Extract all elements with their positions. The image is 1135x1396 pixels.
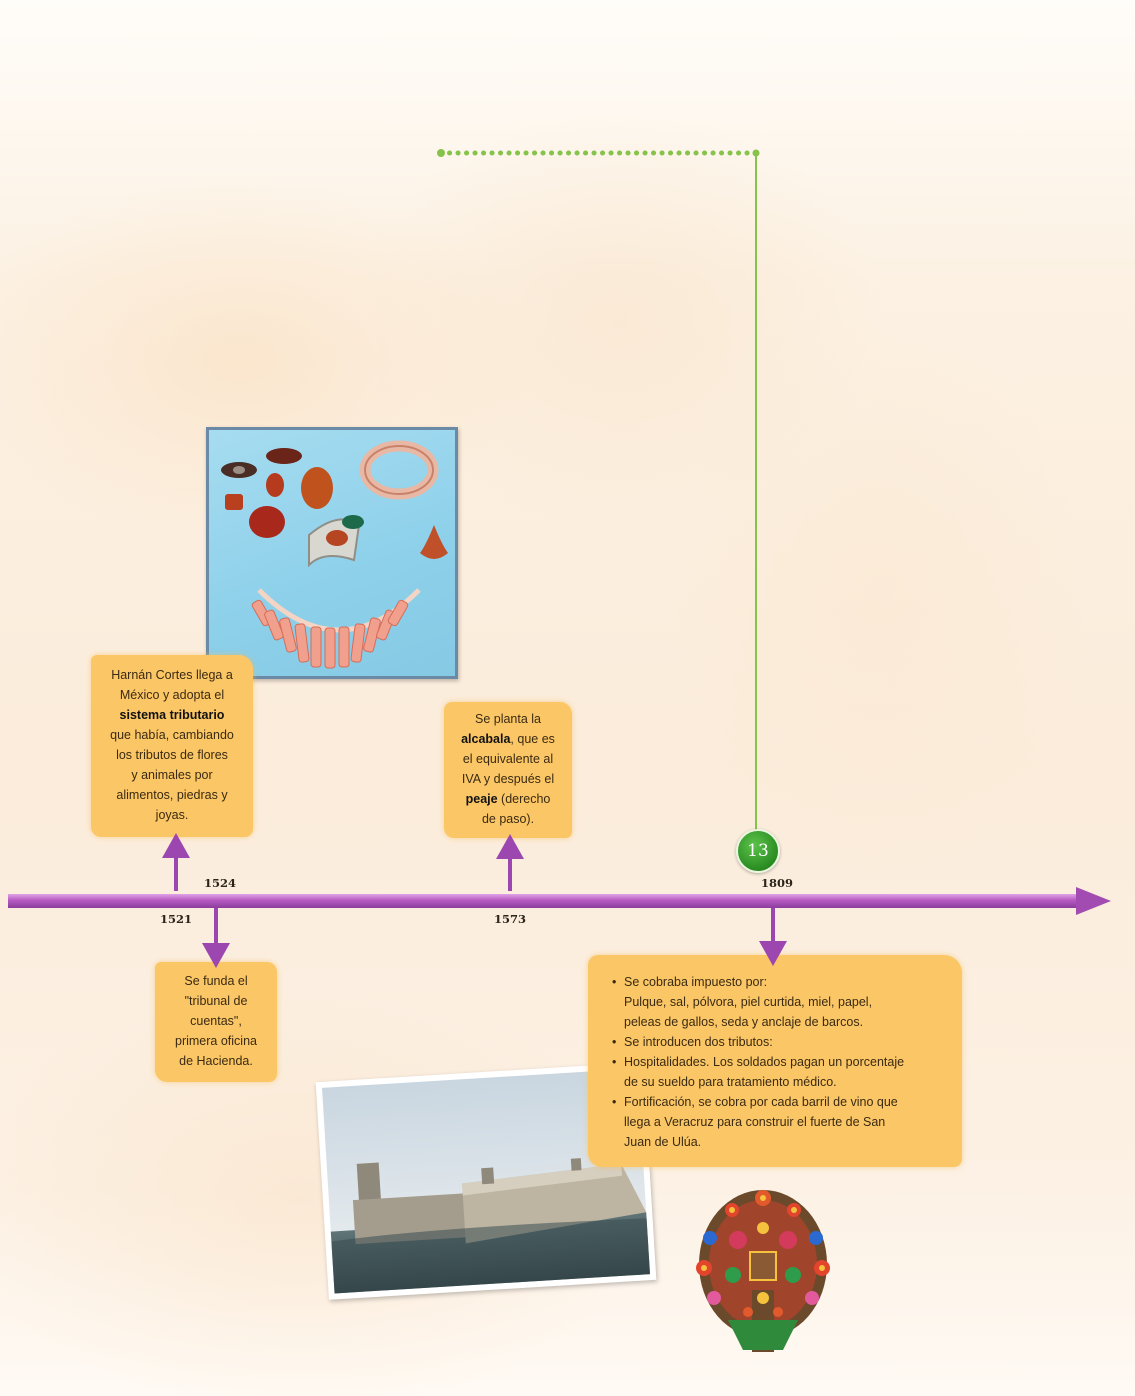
tax-list-item-cont: Pulque, sal, pólvora, piel curtida, miel… [624, 995, 873, 1009]
tax-list-item: Fortificación, se cobra por cada barril … [610, 1092, 948, 1112]
note-line: y animales por [131, 768, 213, 782]
note-line: de paso). [481, 812, 535, 826]
fort-illustration [322, 1068, 650, 1294]
note-text: , que es [510, 732, 555, 746]
note-line: sistema tributario [91, 705, 253, 725]
note-line: México y adopta el [119, 688, 225, 702]
note-line: primera oficina [175, 1034, 257, 1048]
jewelry-photo [206, 427, 458, 679]
up-arrow-1573 [496, 834, 524, 891]
tax-list: Se cobraba impuesto por: Pulque, sal, pó… [610, 972, 948, 1152]
tax-list-item-cont: peleas de gallos, seda y anclaje de barc… [624, 1015, 864, 1029]
note-text: (derecho [497, 792, 551, 806]
down-arrow-1524 [202, 908, 230, 968]
year-label-1573: 1573 [494, 912, 527, 926]
note-bold-term: alcabala [461, 732, 511, 746]
note-line: Se funda el [184, 974, 248, 988]
year-label-1521: 1521 [160, 912, 193, 926]
tax-list-item: Se cobraba impuesto por: [610, 972, 948, 992]
fort-san-juan-de-ulua-photo [315, 1062, 657, 1300]
year-label-1524: 1524 [204, 876, 237, 890]
note-line: IVA y después el [461, 772, 555, 786]
note-bold-term: sistema tributario [119, 708, 225, 722]
note-line: los tributos de flores [116, 748, 228, 762]
note-line: joyas. [155, 808, 189, 822]
jewelry-illustration [221, 440, 448, 669]
timeline-bar [8, 887, 1111, 915]
note-line: de Hacienda. [179, 1054, 253, 1068]
dotted-connector-line [437, 149, 760, 832]
down-arrow-1809 [759, 908, 787, 966]
note-line: Harnán Cortes llega a [111, 668, 233, 682]
tax-list-item: Se introducen dos tributos: [610, 1032, 948, 1052]
tax-list-item: Hospitalidades. Los soldados pagan un po… [610, 1052, 948, 1072]
note-line: "tribunal de [184, 994, 248, 1008]
tree-of-life-illustration [696, 1190, 830, 1352]
note-line: cuentas", [190, 1014, 242, 1028]
note-line: alimentos, piedras y [116, 788, 228, 802]
year-label-1809: 1809 [761, 876, 794, 890]
tree-of-life-ornament [688, 1180, 838, 1366]
note-line: el equivalente al [462, 752, 554, 766]
note-line: peaje (derecho [444, 789, 572, 809]
note-1521-sistema-tributario: Harnán Cortes llega a México y adopta el… [91, 655, 253, 837]
note-line: que había, cambiando [110, 728, 234, 742]
tax-list-item-cont: llega a Veracruz para construir el fuert… [624, 1115, 886, 1129]
tax-list-item-cont: de su sueldo para tratamiento médico. [624, 1075, 837, 1089]
step-number-badge: 13 [736, 829, 780, 873]
note-bold-term: peaje [465, 792, 498, 806]
tax-list-item-cont: Juan de Ulúa. [624, 1135, 702, 1149]
note-line: Se planta la [474, 712, 542, 726]
note-1524-tribunal-de-cuentas: Se funda el "tribunal de cuentas", prime… [155, 962, 277, 1082]
note-1573-alcabala: Se planta la alcabala, que es el equival… [444, 702, 572, 838]
up-arrow-1521 [162, 833, 190, 891]
note-line: alcabala, que es [444, 729, 572, 749]
note-1809-impuestos: Se cobraba impuesto por: Pulque, sal, pó… [588, 955, 962, 1167]
